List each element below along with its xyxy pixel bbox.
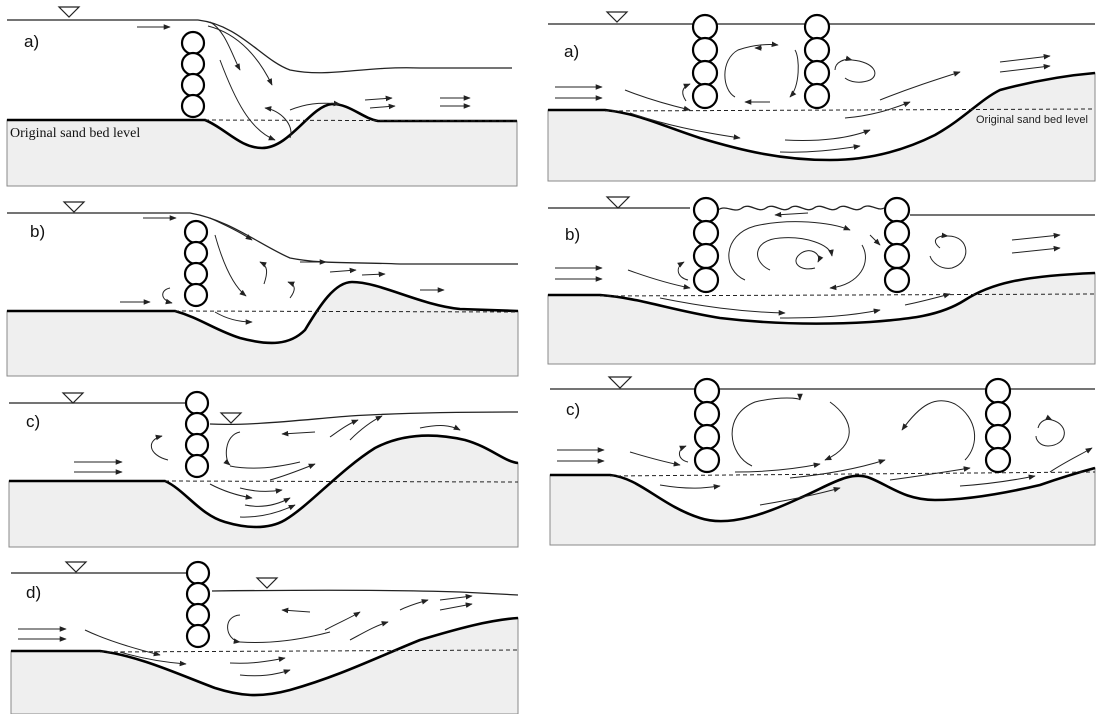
log-stack bbox=[803, 13, 831, 110]
bed-level-note: Original sand bed level bbox=[976, 114, 1088, 126]
original-bed-line bbox=[609, 471, 1096, 477]
panel-label: b) bbox=[30, 222, 45, 241]
water-surface-wavy bbox=[717, 205, 885, 211]
flow-arrows bbox=[555, 211, 1061, 319]
original-bed-line bbox=[204, 119, 518, 122]
panel-label: b) bbox=[565, 225, 580, 244]
bed-profile bbox=[548, 71, 1096, 162]
water-surface-downstream bbox=[211, 589, 519, 596]
panel-label: c) bbox=[566, 400, 580, 419]
bed-profile bbox=[11, 616, 519, 697]
bed-profile bbox=[7, 102, 517, 150]
log-stack bbox=[185, 560, 211, 649]
water-surface-icon bbox=[64, 561, 88, 573]
original-bed-line bbox=[164, 480, 519, 483]
original-bed-line bbox=[604, 108, 1096, 112]
sand-bed bbox=[6, 103, 518, 187]
log-stack bbox=[184, 390, 210, 479]
panel-label: a) bbox=[564, 42, 579, 61]
flow-arrows bbox=[74, 415, 461, 518]
water-surface-downstream bbox=[209, 411, 519, 426]
log-stack bbox=[692, 196, 720, 294]
water-surface bbox=[7, 19, 512, 74]
panel-right-c: c) bbox=[549, 376, 1096, 546]
bed-profile bbox=[7, 280, 519, 345]
panel-right-b: b) bbox=[547, 196, 1096, 365]
log-stack bbox=[180, 30, 206, 119]
flow-arrows bbox=[557, 393, 1093, 506]
flow-arrows bbox=[120, 215, 445, 325]
log-stack bbox=[984, 377, 1012, 474]
water-surface-icon bbox=[255, 577, 279, 589]
flow-arrows bbox=[137, 21, 471, 141]
log-stack bbox=[883, 196, 911, 294]
log-stack bbox=[693, 377, 721, 474]
original-bed-line bbox=[599, 293, 1096, 297]
flow-arrows bbox=[555, 41, 1051, 153]
sand-bed bbox=[6, 281, 519, 377]
water-surface-icon bbox=[61, 392, 85, 404]
water-surface-icon bbox=[219, 412, 243, 424]
sand-bed bbox=[547, 272, 1096, 365]
bed-profile bbox=[9, 434, 519, 529]
panel-label: d) bbox=[26, 583, 41, 602]
panel-left-a: a) Original sand bed level bbox=[6, 6, 518, 187]
panel-right-a: a) Original sand bed level bbox=[547, 11, 1096, 182]
water-surface-icon bbox=[605, 196, 631, 209]
original-bed-line bbox=[174, 310, 519, 313]
water-surface-icon bbox=[62, 201, 86, 213]
panel-label: c) bbox=[26, 412, 40, 431]
flow-arrows bbox=[18, 594, 473, 677]
water-surface-icon bbox=[57, 6, 81, 18]
bed-level-note: Original sand bed level bbox=[10, 126, 140, 141]
water-surface bbox=[7, 212, 518, 265]
bed-profile bbox=[548, 271, 1096, 325]
panel-left-b: b) bbox=[6, 201, 519, 377]
panel-label: a) bbox=[24, 32, 39, 51]
panel-left-c: c) bbox=[8, 390, 519, 548]
log-stack bbox=[183, 219, 209, 308]
water-surface-icon bbox=[605, 11, 629, 23]
water-surface-icon bbox=[607, 376, 633, 389]
bed-profile bbox=[550, 466, 1096, 523]
panel-left-d: d) bbox=[10, 560, 519, 714]
log-stack bbox=[691, 13, 719, 110]
